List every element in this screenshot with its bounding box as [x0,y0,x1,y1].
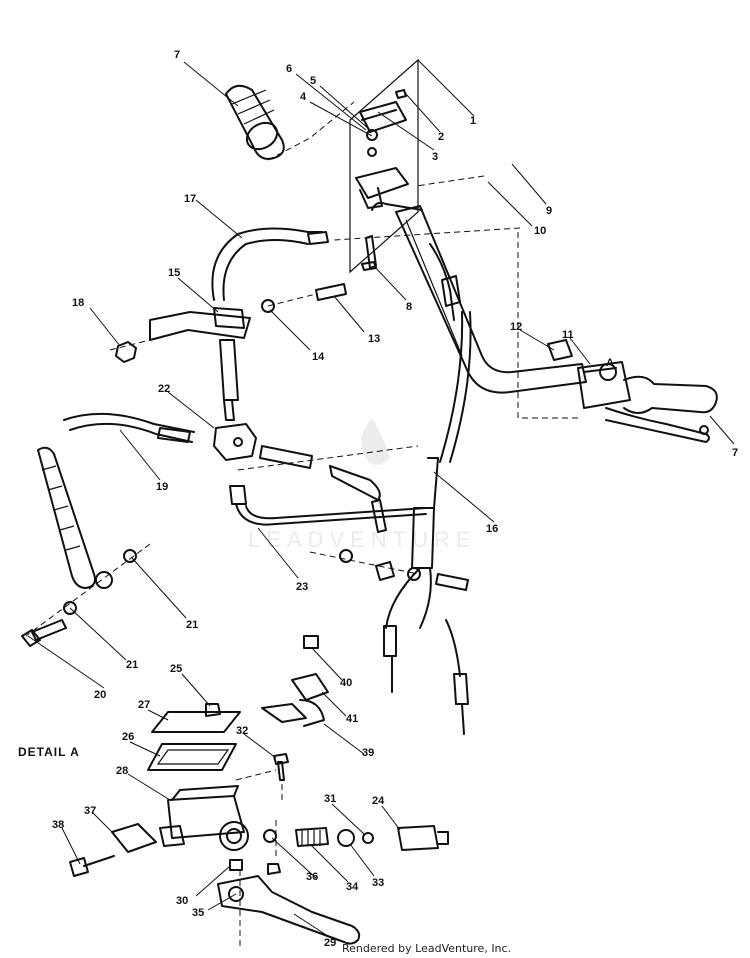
callout-12: 12 [510,321,522,333]
watermark-text: LEADVENTURE [248,527,477,552]
callout-32: 32 [236,725,248,737]
callout-6: 6 [286,63,292,75]
callout-34: 34 [346,881,359,893]
callout-35: 35 [192,907,204,919]
watermark: LEADVENTURE [248,418,477,552]
callout-13: 13 [368,333,380,345]
callout-8: 8 [406,301,412,313]
callout-26: 26 [122,731,134,743]
callout-5: 5 [310,75,316,87]
brake-hoses [21,227,469,647]
callout-9: 9 [546,205,552,217]
callout-39: 39 [362,747,374,759]
callout-38: 38 [52,819,64,831]
detail-a-label: DETAIL A [18,745,80,759]
callout-28: 28 [116,765,128,777]
detail-a-master-cylinder [69,635,449,945]
callout-7-right: 7 [732,447,738,459]
handlebar-grip-top [225,84,285,160]
callout-18: 18 [72,297,84,309]
callout-17: 17 [184,193,196,205]
leader-lines [27,59,735,941]
callout-29: 29 [324,937,336,949]
callout-31: 31 [324,793,336,805]
callout-16: 16 [486,523,498,535]
callout-36: 36 [306,871,318,883]
handlebar-clamp-assembly [349,58,423,274]
detail-marker: A [606,357,614,369]
callout-25: 25 [170,663,182,675]
callout-21-upper: 21 [186,619,198,631]
callout-21-lower: 21 [126,659,138,671]
callout-33: 33 [372,877,384,889]
callout-3: 3 [432,151,438,163]
callout-2: 2 [438,131,444,143]
handlebar-tube [395,205,587,394]
callout-1: 1 [470,115,476,127]
callout-24: 24 [372,795,385,807]
callout-27: 27 [138,699,150,711]
callout-7-top: 7 [174,49,180,61]
callout-41: 41 [346,713,358,725]
callout-11: 11 [562,329,574,341]
callout-15: 15 [168,267,180,279]
throttle-cable [383,243,472,735]
callout-10: 10 [534,225,546,237]
callout-4: 4 [300,91,307,103]
callout-37: 37 [84,805,96,817]
guide-lines [25,101,578,950]
callout-labels: 1 2 3 4 5 6 7 7 8 9 10 11 12 13 14 15 16… [52,49,738,949]
callout-20: 20 [94,689,106,701]
callout-40: 40 [340,677,352,689]
credit-text: Rendered by LeadVenture, Inc. [342,942,511,955]
callout-19: 19 [156,481,168,493]
callout-22: 22 [158,383,170,395]
callout-23: 23 [296,581,308,593]
callout-30: 30 [176,895,188,907]
throttle-control-assembly [547,339,718,443]
callout-14: 14 [312,351,325,363]
